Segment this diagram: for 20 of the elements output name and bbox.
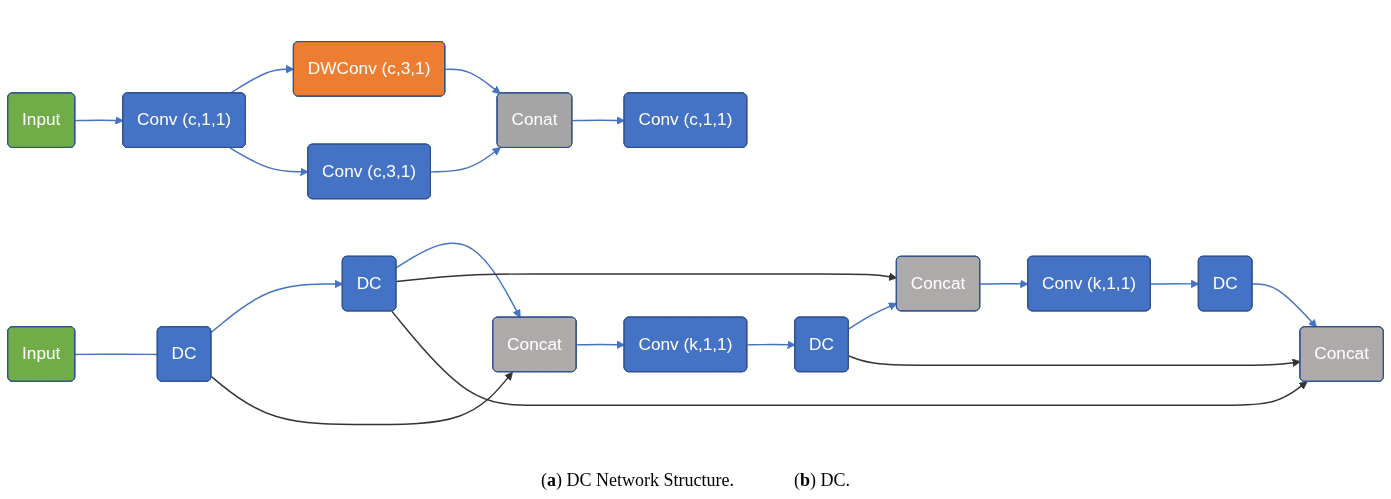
arrow [979,279,1029,289]
connector [74,353,159,356]
arrow [210,279,344,334]
arrow [848,355,1301,367]
arrow [1150,279,1200,289]
arrow [575,340,625,349]
arrow [210,371,513,426]
arrow [430,147,501,173]
arrow [848,302,898,330]
arrow [746,340,796,349]
arrow [571,116,625,125]
arrow [395,272,898,283]
arrow [74,116,124,125]
figure-caption: (a) DC Network Structure. [541,470,734,491]
figure-caption: (b) DC. [793,470,850,491]
arrow [395,242,521,318]
arrow [391,310,1308,406]
arrow [229,147,309,176]
arrow [444,68,501,95]
arrow [1251,283,1317,328]
